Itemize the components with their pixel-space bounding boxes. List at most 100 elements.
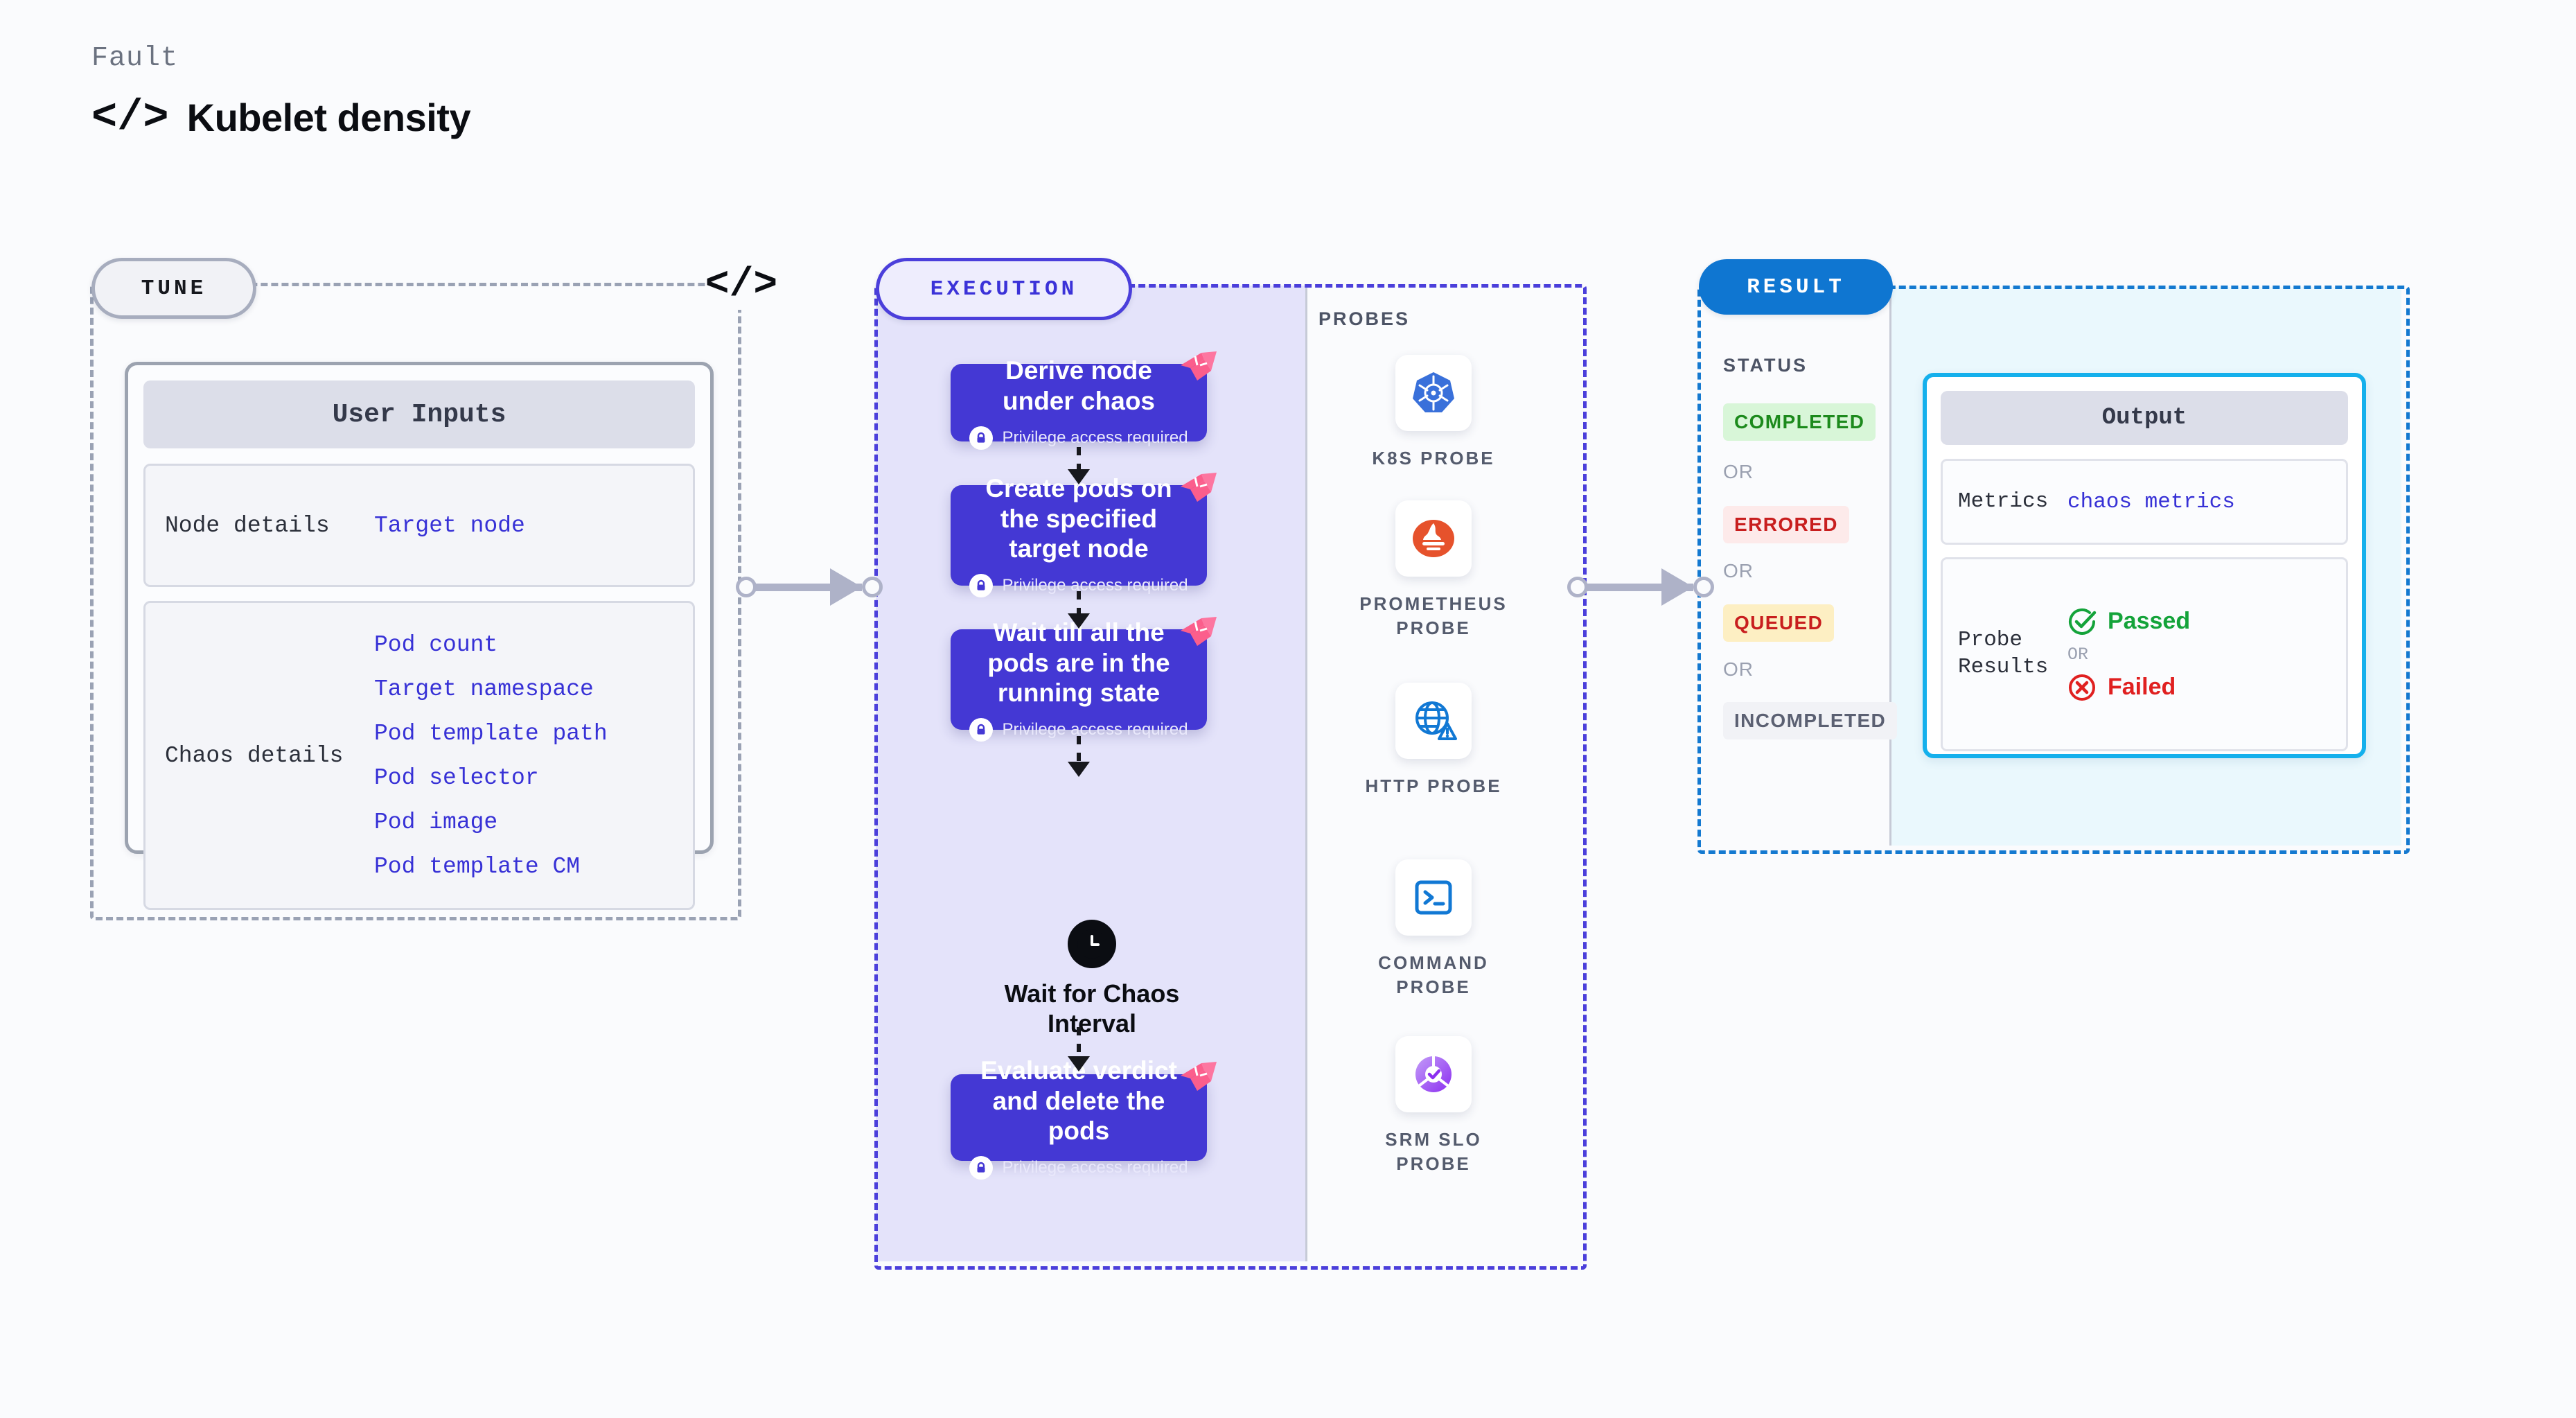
status-badge-errored: ERRORED <box>1723 506 1849 543</box>
connector-arrowhead <box>1661 568 1693 606</box>
tune-row-label: Chaos details <box>165 742 344 769</box>
result-pill[interactable]: RESULT <box>1699 259 1893 315</box>
or-separator: OR <box>2067 644 2089 665</box>
tune-value[interactable]: Pod image <box>374 809 498 835</box>
lock-icon <box>969 573 994 597</box>
status-badge-completed: COMPLETED <box>1723 403 1876 441</box>
fault-title-row: </> Kubelet density <box>91 92 471 142</box>
tune-value[interactable]: Target node <box>374 512 525 539</box>
probe-result-passed: Passed <box>2067 607 2190 636</box>
connector-tune-execution <box>736 568 883 606</box>
probe-item-srm-slo[interactable]: SRM SLO PROBE <box>1354 1036 1513 1176</box>
connector-dot-end <box>1693 577 1714 597</box>
connector-dot-start <box>736 577 757 597</box>
failed-label: Failed <box>2108 674 2176 700</box>
status-badge-queued: QUEUED <box>1723 604 1835 642</box>
output-probe-results-row: Probe Results Passed OR Failed <box>1941 557 2348 751</box>
metrics-label: Metrics <box>1958 489 2049 514</box>
result-divider <box>1889 287 1891 846</box>
page-header: Fault </> Kubelet density <box>91 43 471 142</box>
srm-slo-icon <box>1395 1036 1472 1112</box>
x-circle-icon <box>2069 674 2095 701</box>
tune-pill[interactable]: TUNE <box>91 258 256 319</box>
output-title: Output <box>1941 391 2348 445</box>
probe-label: K8S PROBE <box>1372 448 1495 469</box>
execution-arrow <box>1068 591 1090 629</box>
page-title: Kubelet density <box>186 96 471 139</box>
tune-value[interactable]: Pod template path <box>374 720 608 746</box>
execution-step[interactable]: Derive node under chaos Privilege access… <box>951 351 1217 450</box>
or-separator: OR <box>1723 461 1754 482</box>
tune-value[interactable]: Pod count <box>374 631 498 658</box>
code-icon: </> <box>91 92 169 142</box>
probe-label: PROMETHEUS PROBE <box>1359 593 1508 639</box>
lock-icon <box>969 426 994 450</box>
probe-item-prometheus[interactable]: PROMETHEUS PROBE <box>1354 500 1513 640</box>
execution-arrow <box>1068 447 1090 484</box>
execution-step-title: Derive node under chaos <box>1003 356 1155 415</box>
output-card: Output Metrics chaos metrics Probe Resul… <box>1923 373 2366 758</box>
connector-execution-result <box>1567 568 1714 606</box>
tune-row-values: Target node <box>374 513 525 539</box>
privilege-note: Privilege access required <box>969 426 1188 450</box>
probe-result-failed: Failed <box>2067 673 2190 702</box>
execution-region <box>874 284 1587 1270</box>
tune-row-values: Pod count Target namespace Pod template … <box>374 632 608 879</box>
execution-pill[interactable]: EXECUTION <box>876 258 1132 320</box>
probes-section-label: PROBES <box>1318 308 1411 329</box>
output-metrics-row: Metrics chaos metrics <box>1941 459 2348 545</box>
harness-ribbon-icon <box>1181 351 1217 380</box>
privilege-note: Privilege access required <box>969 573 1188 597</box>
execution-arrow <box>1068 736 1090 777</box>
tune-value[interactable]: Target namespace <box>374 676 594 702</box>
privilege-text: Privilege access required <box>1002 575 1188 595</box>
tune-region <box>90 283 741 920</box>
connector-arrowhead <box>830 568 862 606</box>
wait-for-chaos-interval-label: Wait for Chaos Interval <box>1004 979 1180 1038</box>
fault-label: Fault <box>91 43 179 74</box>
check-circle-icon <box>2069 608 2097 635</box>
tune-value[interactable]: Pod template CM <box>374 853 581 879</box>
connector-dot-start <box>1567 577 1588 597</box>
privilege-note: Privilege access required <box>969 717 1188 742</box>
globe-warning-icon <box>1395 683 1472 759</box>
harness-ribbon-icon <box>1181 473 1217 502</box>
harness-ribbon-icon <box>1181 1062 1217 1091</box>
probe-label: COMMAND PROBE <box>1378 952 1489 998</box>
execution-step-title: Wait till all the pods are in the runnin… <box>987 618 1170 708</box>
lock-icon <box>969 717 994 742</box>
metrics-value[interactable]: chaos metrics <box>2067 489 2235 514</box>
execution-step[interactable]: Create pods on the specified target node… <box>951 473 1217 597</box>
privilege-text: Privilege access required <box>1002 719 1188 739</box>
connector-dot-end <box>862 577 883 597</box>
status-label: STATUS <box>1723 355 1808 376</box>
probe-results-values: Passed OR Failed <box>2067 607 2190 702</box>
execution-step-title: Create pods on the specified target node <box>985 474 1172 563</box>
privilege-text: Privilege access required <box>1002 1157 1188 1177</box>
execution-step[interactable]: Wait till all the pods are in the runnin… <box>951 617 1217 742</box>
result-region <box>1697 286 2410 854</box>
passed-label: Passed <box>2108 608 2191 634</box>
probe-label: SRM SLO PROBE <box>1385 1129 1482 1175</box>
code-icon-connector: </> <box>705 260 777 310</box>
kubernetes-icon <box>1395 355 1472 431</box>
probe-label: HTTP PROBE <box>1365 776 1502 796</box>
user-inputs-card: User Inputs Node details Target node Cha… <box>125 362 714 910</box>
privilege-note: Privilege access required <box>969 1155 1188 1180</box>
probe-item-k8s[interactable]: K8S PROBE <box>1354 355 1513 471</box>
tune-row-label: Node details <box>165 512 330 539</box>
tune-row: Node details Target node <box>143 464 695 587</box>
privilege-text: Privilege access required <box>1002 428 1188 447</box>
prometheus-icon <box>1395 500 1472 577</box>
execution-step[interactable]: Evaluate verdict and delete the pods Pri… <box>951 1056 1217 1180</box>
probe-item-command[interactable]: COMMAND PROBE <box>1354 859 1513 999</box>
probe-results-label: Probe Results <box>1958 628 2049 679</box>
user-inputs-title: User Inputs <box>143 380 695 448</box>
tune-row: Chaos details Pod count Target namespace… <box>143 601 695 910</box>
tune-value[interactable]: Pod selector <box>374 764 539 791</box>
probe-item-http[interactable]: HTTP PROBE <box>1354 683 1513 798</box>
or-separator: OR <box>1723 560 1754 581</box>
lock-icon <box>969 1155 994 1180</box>
harness-ribbon-icon <box>1181 617 1217 646</box>
execution-probes-divider <box>1305 286 1307 1261</box>
